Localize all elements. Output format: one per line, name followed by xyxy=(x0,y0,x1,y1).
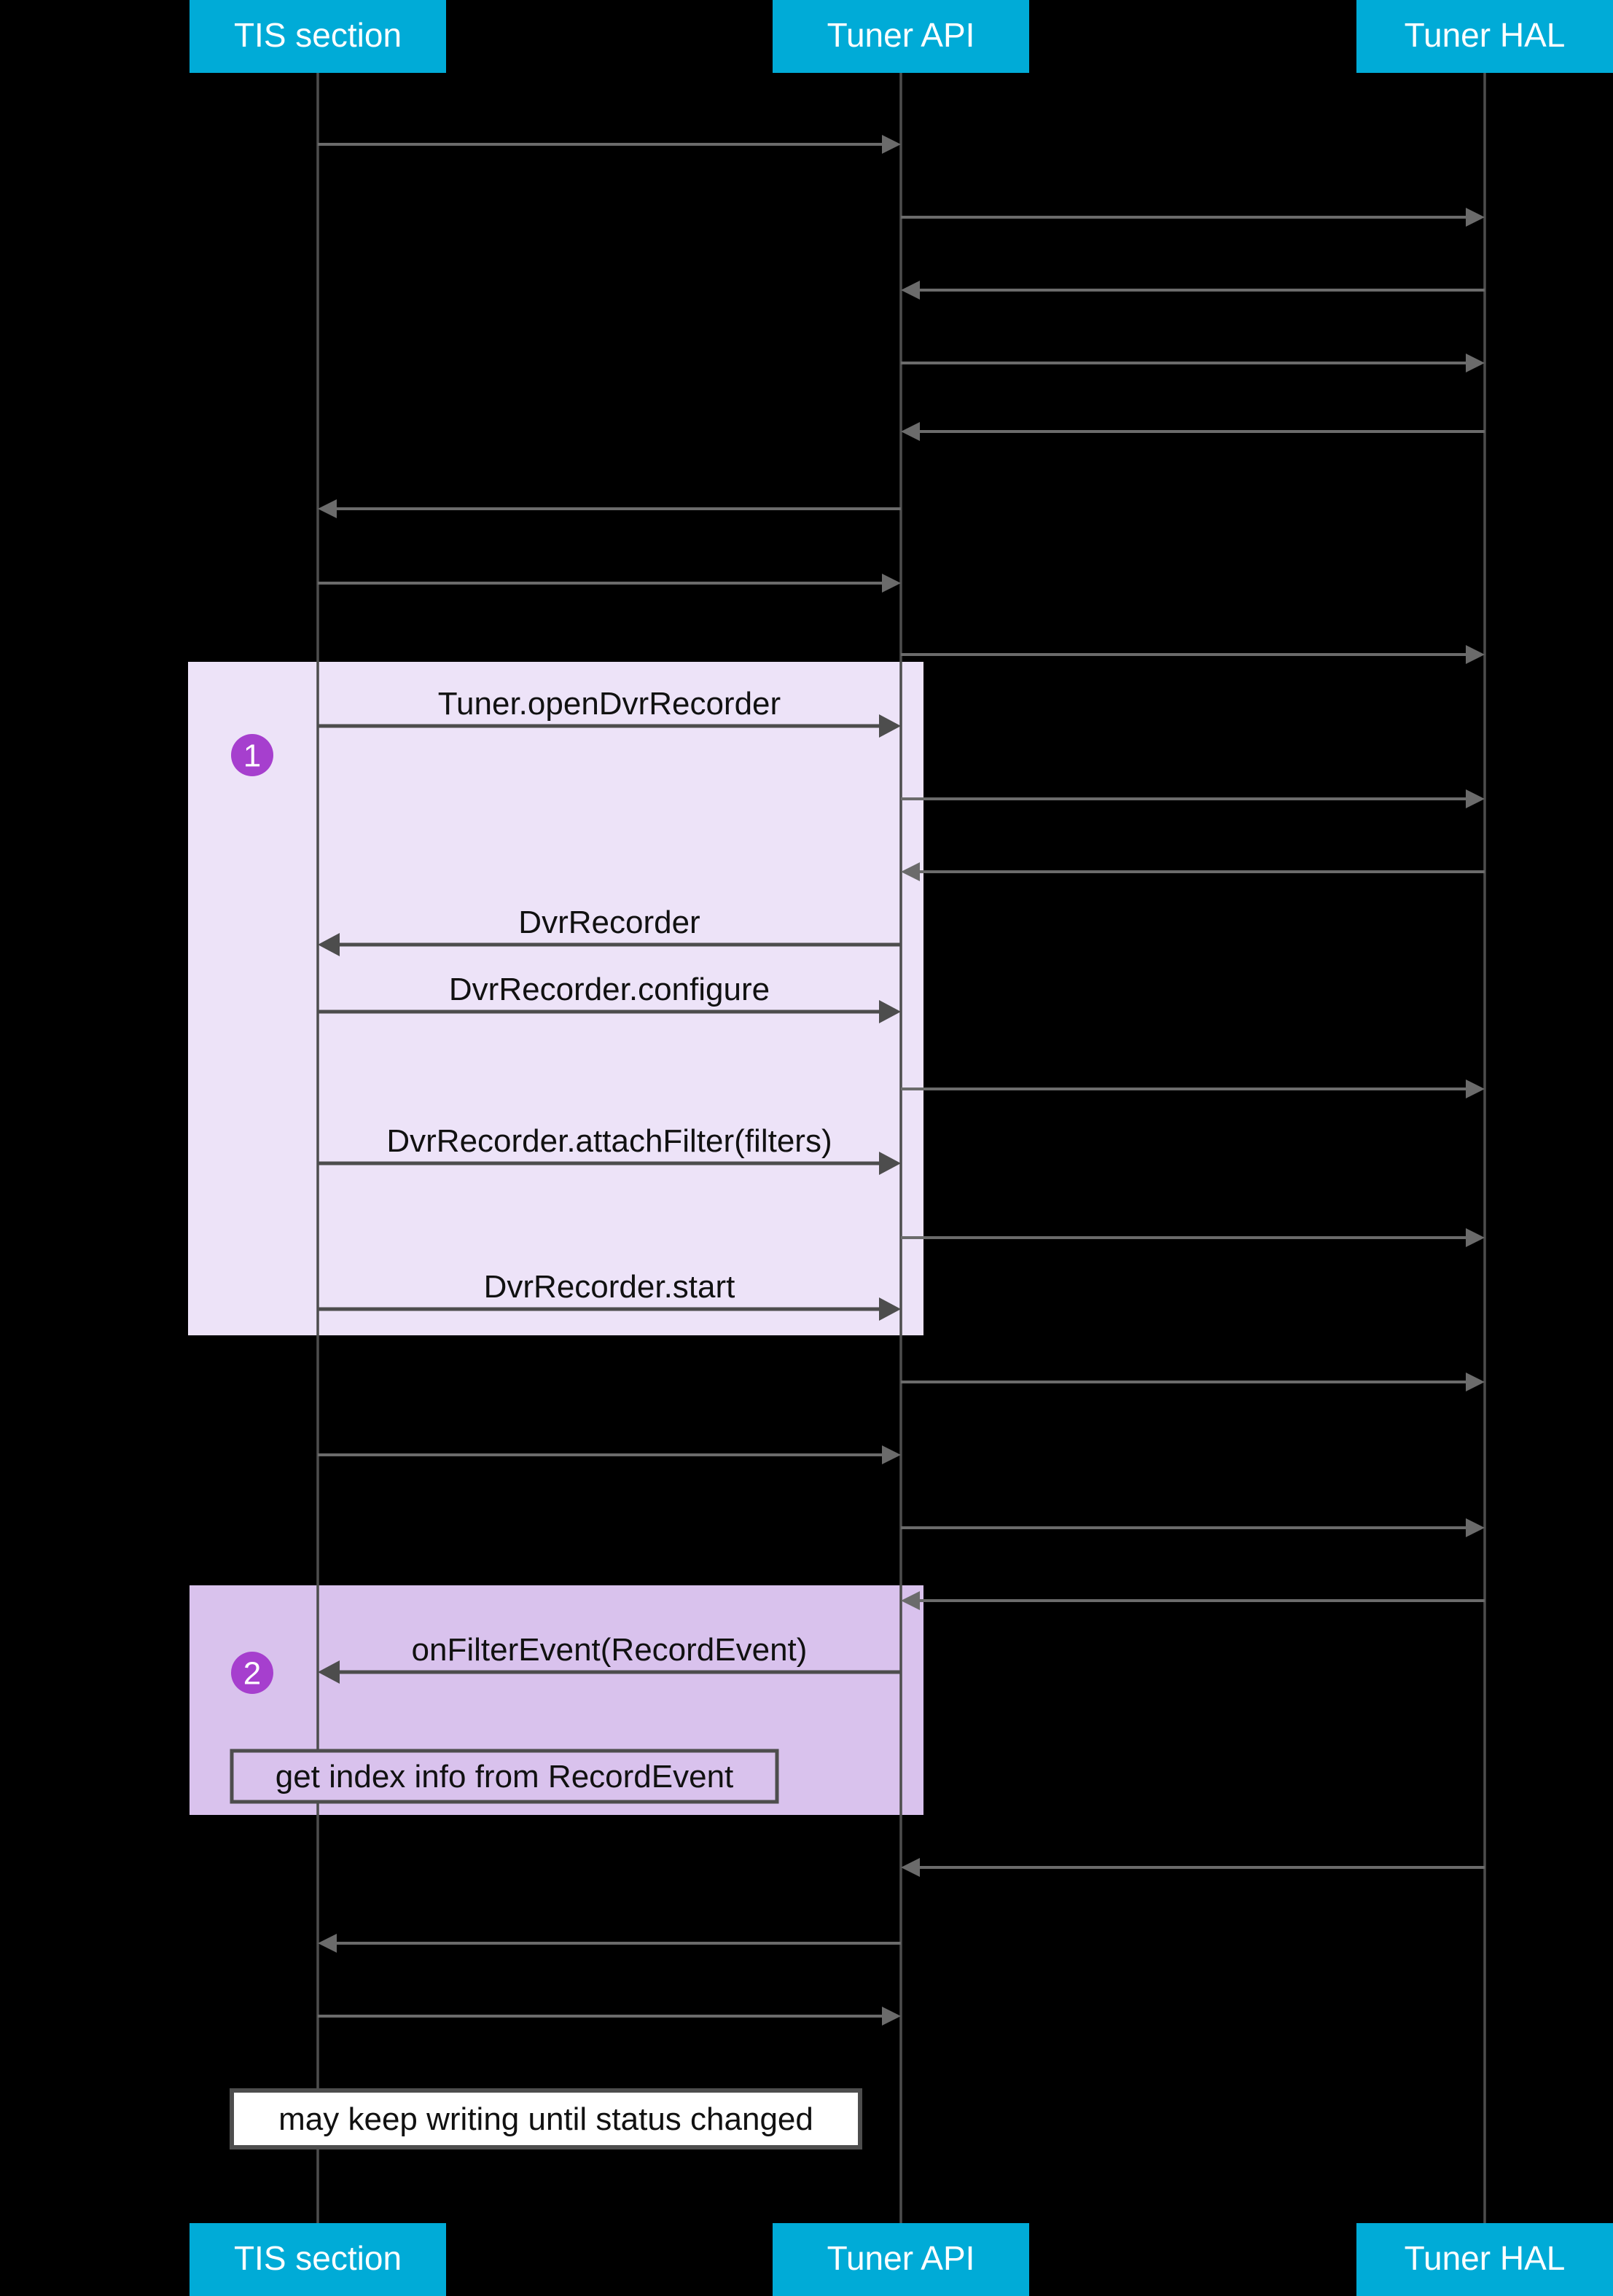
message-21 xyxy=(901,1591,1485,1610)
actor-header-tis-bottom[interactable]: TIS section xyxy=(190,2223,446,2296)
actor-label: Tuner HAL xyxy=(1405,2239,1566,2277)
actor-label: TIS section xyxy=(234,16,402,54)
message-arrowhead xyxy=(1466,1518,1485,1537)
message-arrowhead xyxy=(879,1000,901,1023)
message-arrowhead xyxy=(1466,208,1485,227)
note-1: may keep writing until status changed xyxy=(230,2088,862,2149)
message-arrowhead xyxy=(318,499,337,518)
message-arrowhead xyxy=(882,574,901,593)
message-14 xyxy=(901,1079,1485,1098)
message-label: Tuner.openDvrRecorder xyxy=(438,686,781,722)
message-20 xyxy=(901,1518,1485,1537)
actor-header-api-bottom[interactable]: Tuner API xyxy=(773,2223,1029,2296)
badge-number: 1 xyxy=(243,738,261,774)
message-label: onFilterEvent(RecordEvent) xyxy=(412,1632,808,1668)
message-arrowhead xyxy=(901,281,920,300)
message-6 xyxy=(318,499,901,518)
message-10 xyxy=(901,789,1485,808)
message-arrowhead xyxy=(901,422,920,441)
badge-circle-icon xyxy=(231,1652,273,1694)
message-label: DvrRecorder.configure xyxy=(449,972,770,1007)
messages-layer: Tuner.openDvrRecorderDvrRecorderDvrRecor… xyxy=(318,135,1485,2026)
message-arrowhead xyxy=(1466,1079,1485,1098)
message-label: DvrRecorder.attachFilter(filters) xyxy=(386,1123,832,1159)
group-fragment-1 xyxy=(188,662,923,1335)
message-arrowhead xyxy=(1466,354,1485,372)
message-arrowhead xyxy=(882,2007,901,2026)
message-18 xyxy=(901,1372,1485,1391)
message-arrowhead xyxy=(318,933,340,956)
message-24 xyxy=(318,1934,901,1953)
message-arrowhead xyxy=(901,862,920,881)
message-8 xyxy=(901,645,1485,664)
message-16 xyxy=(901,1228,1485,1247)
message-arrowhead xyxy=(1466,1372,1485,1391)
actor-label: TIS section xyxy=(234,2239,402,2277)
message-arrowhead xyxy=(1466,645,1485,664)
message-17: DvrRecorder.start xyxy=(318,1269,901,1321)
message-arrowhead xyxy=(879,1152,901,1175)
message-arrowhead xyxy=(882,1445,901,1464)
actor-box[interactable] xyxy=(773,2223,1029,2296)
message-arrowhead xyxy=(318,1934,337,1953)
actor-header-api-top[interactable]: Tuner API xyxy=(773,0,1029,73)
message-25 xyxy=(318,2007,901,2026)
message-arrowhead xyxy=(318,1660,340,1684)
badge-circle-icon xyxy=(231,734,273,776)
actor-box[interactable] xyxy=(773,0,1029,73)
message-arrowhead xyxy=(1466,789,1485,808)
message-arrowhead xyxy=(901,1591,920,1610)
actor-label: Tuner API xyxy=(827,2239,975,2277)
message-19 xyxy=(318,1445,901,1464)
inner-note-1: get index info from RecordEvent xyxy=(230,1749,779,1804)
message-22: onFilterEvent(RecordEvent) xyxy=(318,1632,901,1684)
notes-layer: get index info from RecordEvent may keep … xyxy=(230,1749,862,2149)
note-text: may keep writing until status changed xyxy=(278,2101,813,2137)
group-badges-layer: 12 xyxy=(231,734,273,1694)
actor-box[interactable] xyxy=(190,0,446,73)
actor-header-hal-top[interactable]: Tuner HAL xyxy=(1356,0,1613,73)
actor-label: Tuner API xyxy=(827,16,975,54)
note-box xyxy=(230,2088,862,2149)
actor-header-hal-bottom[interactable]: Tuner HAL xyxy=(1356,2223,1613,2296)
group-fragments-layer xyxy=(188,662,923,1815)
message-9: Tuner.openDvrRecorder xyxy=(318,686,901,738)
actor-box[interactable] xyxy=(1356,2223,1613,2296)
inner-note-text: get index info from RecordEvent xyxy=(276,1759,734,1795)
message-4 xyxy=(901,354,1485,372)
message-arrowhead xyxy=(901,1858,920,1877)
message-7 xyxy=(318,574,901,593)
message-13: DvrRecorder.configure xyxy=(318,972,901,1023)
message-label: DvrRecorder.start xyxy=(484,1269,735,1305)
message-23 xyxy=(901,1858,1485,1877)
message-5 xyxy=(901,422,1485,441)
inner-note-box xyxy=(230,1749,779,1804)
message-1 xyxy=(318,135,901,154)
message-11 xyxy=(901,862,1485,881)
actor-header-tis-top[interactable]: TIS section xyxy=(190,0,446,73)
message-arrowhead xyxy=(882,135,901,154)
message-arrowhead xyxy=(1466,1228,1485,1247)
actor-box[interactable] xyxy=(1356,0,1613,73)
actor-box[interactable] xyxy=(190,2223,446,2296)
group-badge-2: 2 xyxy=(231,1652,273,1694)
actor-label: Tuner HAL xyxy=(1405,16,1566,54)
message-label: DvrRecorder xyxy=(518,905,700,940)
message-arrowhead xyxy=(879,1297,901,1321)
message-arrowhead xyxy=(879,714,901,738)
group-badge-1: 1 xyxy=(231,734,273,776)
message-15: DvrRecorder.attachFilter(filters) xyxy=(318,1123,901,1175)
lifelines-overlay-layer xyxy=(316,662,902,1815)
message-3 xyxy=(901,281,1485,300)
message-2 xyxy=(901,208,1485,227)
message-12: DvrRecorder xyxy=(318,905,901,956)
badge-number: 2 xyxy=(243,1656,261,1692)
